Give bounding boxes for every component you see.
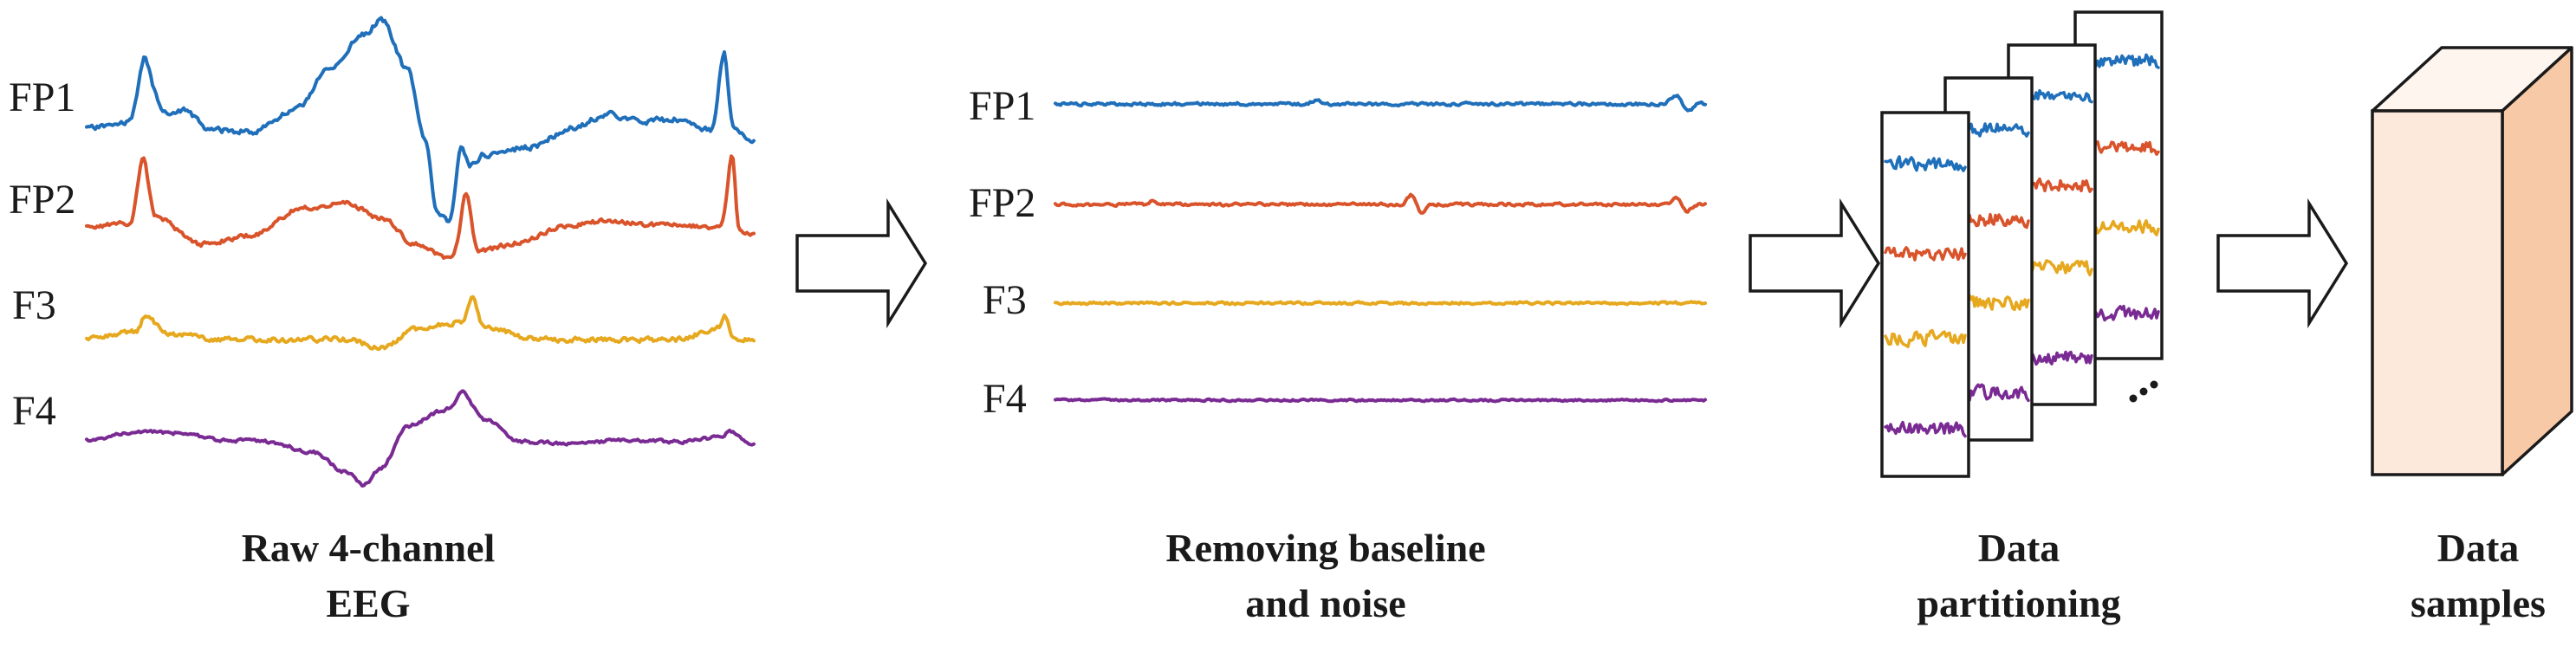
caption-samples-line2: samples <box>2411 581 2546 625</box>
caption-raw-line1: Raw 4-channel <box>242 526 496 570</box>
caption-partition-line1: Data <box>1978 526 2060 570</box>
raw-wave-fp1 <box>85 16 756 223</box>
raw-label-fp2: FP2 <box>9 177 75 223</box>
caption-clean-line2: and noise <box>1245 581 1405 625</box>
partition-window-stack <box>1880 10 2164 478</box>
clean-label-fp1: FP1 <box>969 83 1035 129</box>
partition-wave-f3 <box>1884 328 1967 349</box>
raw-wave-f3 <box>85 294 756 352</box>
partition-wave-fp2 <box>1884 246 1967 262</box>
raw-label-f4: F4 <box>12 388 56 434</box>
raw-label-fp1: FP1 <box>9 74 75 120</box>
raw-wave-f4 <box>85 389 756 488</box>
caption-clean-line1: Removing baseline <box>1165 526 1485 570</box>
partition-wave-f4 <box>1884 420 1967 438</box>
stage-raw-eeg: FP1 FP2 F3 F4 Raw 4-channel EEG <box>9 16 756 625</box>
stage-clean-eeg: FP1 FP2 F3 F4 Removing baseline and nois… <box>969 83 1707 625</box>
caption-partition-line2: partitioning <box>1917 581 2120 625</box>
raw-wave-fp2 <box>85 154 756 260</box>
clean-wave-fp2 <box>1054 192 1707 215</box>
caption-samples-line1: Data <box>2437 526 2520 570</box>
stage-samples: Data samples <box>2371 46 2573 625</box>
ellipsis-dots <box>2129 380 2158 403</box>
stage-partitioning: Data partitioning <box>1880 10 2164 625</box>
arrow-2 <box>1749 197 1881 329</box>
arrow-3 <box>2216 197 2349 329</box>
caption-raw-line2: EEG <box>326 581 410 625</box>
clean-wave-fp1 <box>1054 94 1707 113</box>
raw-label-f3: F3 <box>12 282 56 328</box>
partition-wave-fp1 <box>1884 155 1967 172</box>
clean-wave-f4 <box>1054 397 1707 404</box>
clean-label-fp2: FP2 <box>969 180 1035 226</box>
box-side-face <box>2501 46 2573 476</box>
arrow-1 <box>795 197 928 329</box>
clean-wave-f3 <box>1054 300 1707 307</box>
partition-window-4 <box>1880 111 1970 478</box>
data-samples-box <box>2371 46 2573 476</box>
box-front-face <box>2371 109 2504 476</box>
clean-label-f4: F4 <box>983 376 1027 422</box>
clean-label-f3: F3 <box>983 277 1027 323</box>
